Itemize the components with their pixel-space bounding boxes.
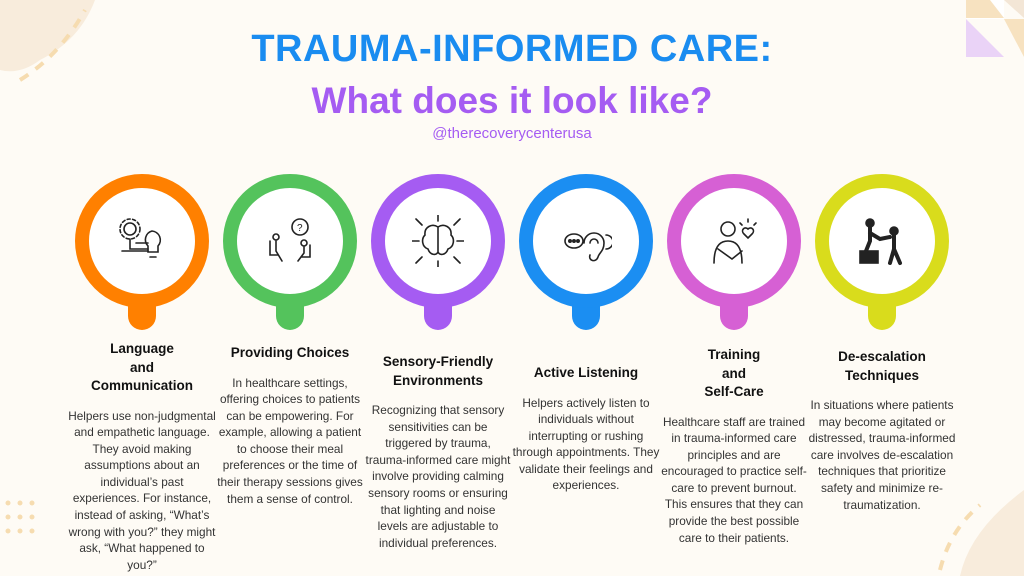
heading-line: Communication: [90, 378, 193, 393]
title-line-2: What does it look like?: [311, 80, 713, 121]
heading-line: De-escalation: [838, 349, 926, 364]
ear-speech-icon: [564, 232, 612, 262]
icon-pin-3: [371, 174, 505, 330]
pin-ring: [667, 174, 801, 308]
item-heading: Active Listening: [512, 364, 660, 383]
item-body: Recognizing that sensory sensitivities c…: [365, 403, 511, 550]
two-people-conversation-icon: ?: [269, 218, 311, 262]
pin-ring: [519, 174, 653, 308]
item-body: Healthcare staff are trained in trauma-i…: [661, 414, 807, 545]
item-column-2: Providing Choices In healthcare settings,…: [216, 344, 364, 507]
pin-ring: ?: [223, 174, 357, 308]
heading-line: Active Listening: [533, 365, 639, 380]
pin-ring: [815, 174, 949, 308]
gear-lightbulb-circuit-icon: [119, 218, 162, 258]
item-heading: Providing Choices: [216, 344, 364, 363]
heading-line: Language: [110, 341, 174, 356]
icon-pin-2: ?: [223, 174, 357, 330]
icon-pin-1: [75, 174, 209, 330]
icon-pin-4: [519, 174, 653, 330]
heading-line: and: [721, 365, 746, 381]
heading-line: Techniques: [844, 367, 919, 383]
heading-line: Sensory-Friendly: [382, 354, 494, 369]
heading-line: Providing Choices: [230, 345, 350, 360]
heading-line: Self-Care: [704, 384, 764, 399]
pin-ring: [371, 174, 505, 308]
decorative-triangles-top-right: [966, 0, 1024, 57]
decorative-corner-blob-bottom-right: [938, 490, 1024, 576]
brain-arrows-icon: [412, 215, 464, 267]
heading-line: Environments: [392, 372, 484, 388]
item-body: In healthcare settings, offering choices…: [217, 375, 363, 506]
item-body: Helpers use non-judgmental and empatheti…: [68, 408, 216, 572]
svg-text:?: ?: [297, 223, 303, 234]
icon-pin-5: [667, 174, 801, 330]
item-body: Helpers actively listen to individuals w…: [512, 395, 660, 493]
helping-hand-climb-icon: [859, 218, 902, 265]
decorative-corner-blob-top-left: [0, 0, 95, 82]
heading-line: Training: [707, 347, 761, 362]
title-line-1: TRAUMA-INFORMED CARE:: [251, 28, 773, 70]
social-handle: @therecoverycenterusa: [432, 125, 592, 142]
heading-line: and: [129, 359, 154, 375]
pin-ring: [75, 174, 209, 308]
decorative-dots-left: [5, 500, 35, 534]
item-body: In situations where patients may become …: [808, 398, 956, 512]
self-hug-heart-icon: [713, 218, 757, 264]
icon-pin-6: [815, 174, 949, 330]
